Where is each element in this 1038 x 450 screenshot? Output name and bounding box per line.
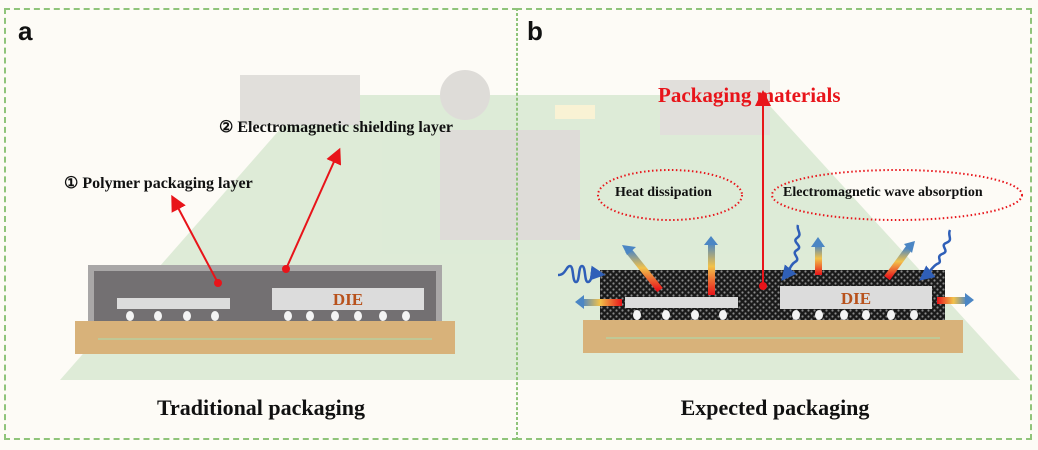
- heat-arrows: [575, 236, 974, 309]
- polymer-arrow: [171, 194, 219, 284]
- shielding-arrow: [285, 147, 342, 270]
- small-chip: [117, 298, 230, 309]
- em-absorption-ellipse: [771, 169, 1023, 221]
- heat-dissipation-label: Heat dissipation: [615, 185, 712, 200]
- caption-traditional: Traditional packaging: [156, 395, 366, 420]
- die-chip: [272, 288, 424, 310]
- small-chip: [625, 297, 738, 308]
- substrate: [583, 320, 963, 353]
- substrate: [75, 321, 455, 354]
- traditional-package: [75, 147, 455, 354]
- panel-b-frame: [516, 8, 1032, 440]
- panel-letter-a: a: [18, 16, 33, 46]
- die-chip: [780, 286, 932, 309]
- die-label-b: DIE: [841, 289, 871, 308]
- polymer-layer-label: ① Polymer packaging layer: [64, 175, 253, 192]
- die-label-a: DIE: [333, 290, 363, 309]
- expected-package: [557, 90, 1023, 353]
- solder-balls: [126, 311, 410, 321]
- em-absorption-label: Electromagnetic wave absorption: [783, 185, 983, 200]
- heat-dissipation-ellipse: [597, 169, 743, 221]
- caption-expected: Expected packaging: [680, 395, 870, 420]
- em-waves: [557, 224, 952, 284]
- shielding-layer-label: ② Electromagnetic shielding layer: [219, 119, 454, 136]
- panel-a-frame: [4, 8, 518, 440]
- packaging-materials-title: Packaging materials: [658, 83, 841, 107]
- panel-letter-b: b: [527, 16, 543, 46]
- solder-balls: [633, 310, 918, 320]
